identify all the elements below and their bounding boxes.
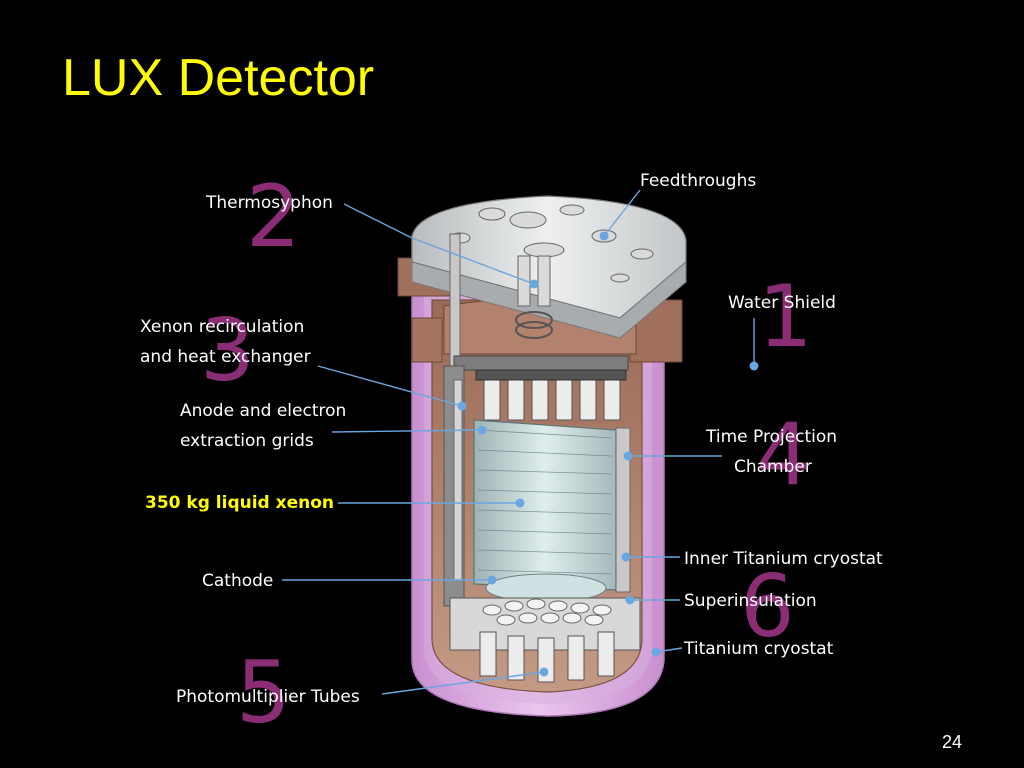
step-number: 1 — [758, 267, 813, 367]
step-numbers: 2 3 5 1 4 6 — [200, 167, 813, 743]
label-inner-titanium-cryostat: Inner Titanium cryostat — [684, 549, 883, 569]
label-thermosyphon: Thermosyphon — [205, 193, 333, 213]
label-cathode: Cathode — [202, 571, 273, 591]
tpc-body — [443, 365, 631, 607]
label-anode: Anode and electron — [180, 401, 346, 421]
step-number: 6 — [740, 557, 795, 657]
page-number: 24 — [941, 732, 962, 752]
label-water-shield: Water Shield — [728, 293, 836, 313]
label-photomultiplier-tubes: Photomultiplier Tubes — [176, 687, 360, 707]
step-number: 3 — [200, 301, 255, 401]
label-heat-exchanger: and heat exchanger — [140, 347, 311, 367]
step-number: 4 — [756, 405, 811, 505]
label-chamber: Chamber — [734, 457, 812, 477]
label-titanium-cryostat: Titanium cryostat — [683, 639, 834, 659]
step-number: 5 — [236, 643, 291, 743]
label-xenon-recirculation: Xenon recirculation — [140, 317, 304, 337]
leader-lines — [282, 189, 759, 695]
step-number: 2 — [246, 167, 301, 267]
label-liquid-xenon: 350 kg liquid xenon — [145, 493, 334, 513]
label-feedthroughs: Feedthroughs — [640, 171, 756, 191]
label-extraction-grids: extraction grids — [180, 431, 314, 451]
top-pmt-array — [453, 355, 629, 421]
label-superinsulation: Superinsulation — [684, 591, 817, 611]
label-time-projection: Time Projection — [705, 427, 837, 447]
component-labels: Thermosyphon Xenon recirculation and hea… — [140, 171, 883, 707]
slide-title: LUX Detector — [62, 49, 375, 107]
top-flange — [411, 195, 687, 385]
bottom-pmt-array — [449, 597, 641, 683]
